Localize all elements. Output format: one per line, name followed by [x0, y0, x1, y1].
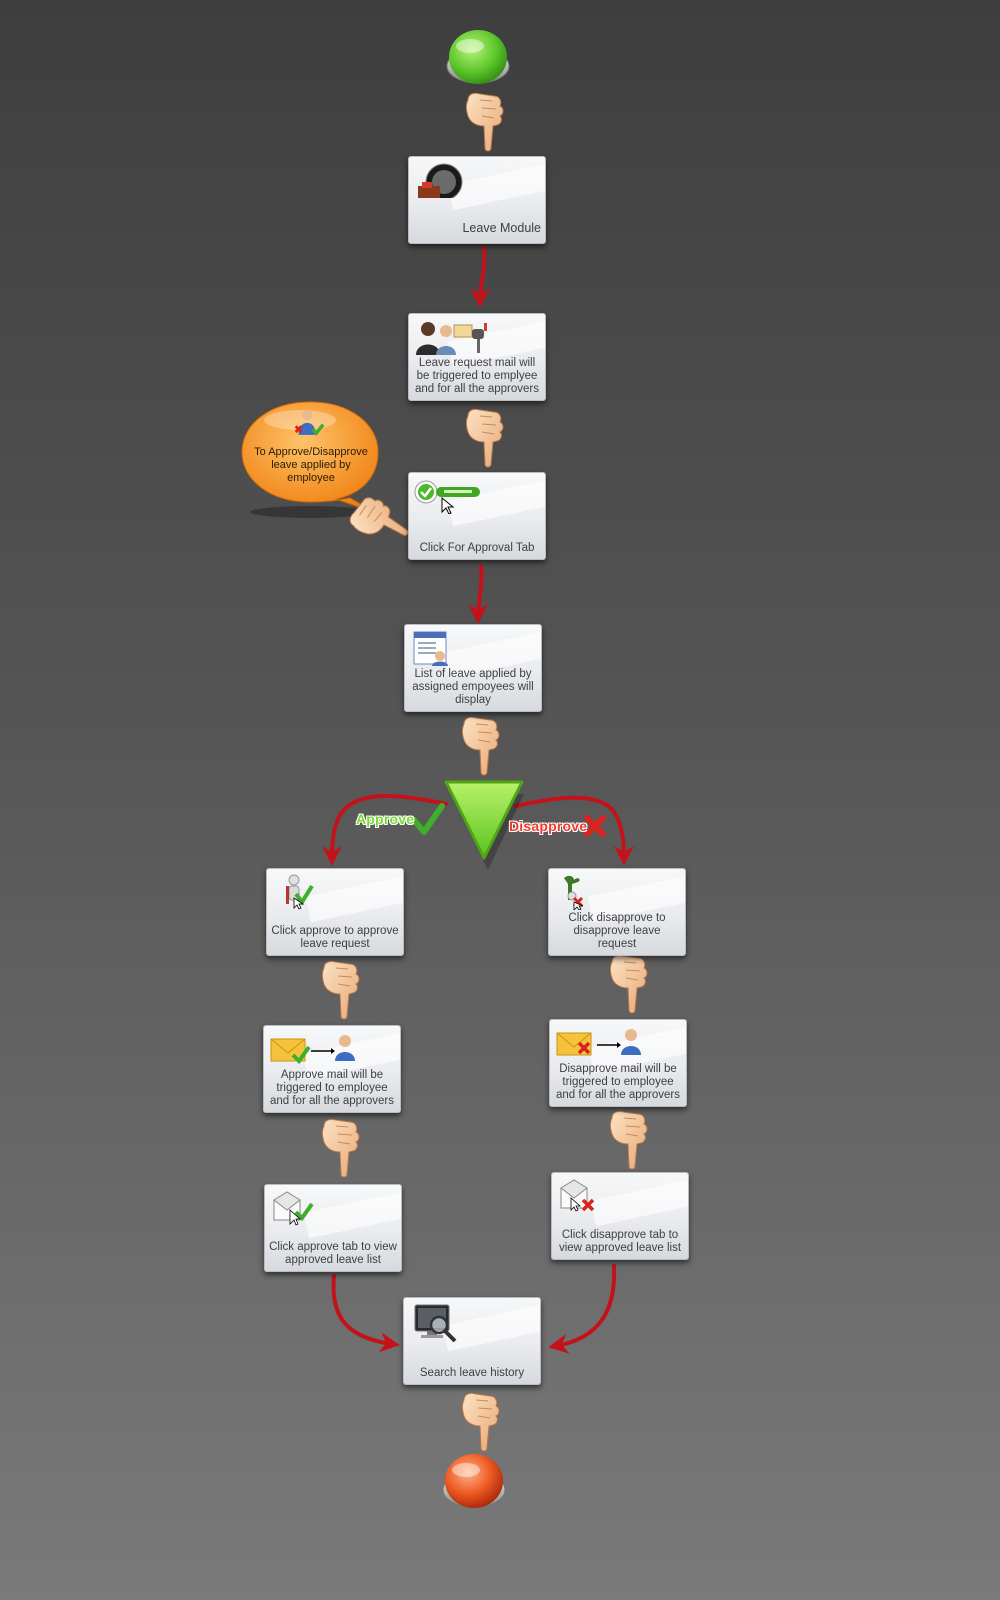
node-label: Click For Approval Tab: [419, 542, 535, 554]
node-label: Click disapprove to disapprove leave req…: [568, 912, 666, 950]
disapprove-mail-icon: [556, 1029, 641, 1056]
node-disapprove-mail: Disapprove mail will be triggered to emp…: [549, 1019, 687, 1107]
node-label: Click approve to approve leave request: [271, 925, 399, 950]
arrow-disapprove-to-search: [548, 1264, 617, 1354]
approve-check-icon: [411, 803, 445, 835]
node-label: Leave Module: [462, 221, 541, 235]
list-document-icon: [413, 631, 448, 666]
node-label: List of leave applied by assigned empoye…: [412, 668, 534, 706]
node-request-mail: Leave request mail will be triggered to …: [408, 313, 546, 401]
start-button-icon: [446, 30, 510, 84]
arrow-approve-to-search: [331, 1274, 400, 1353]
node-label: Disapprove mail will be triggered to emp…: [555, 1063, 681, 1101]
node-leave-module: Leave Module: [408, 156, 546, 244]
pointing-hand-icon: [466, 408, 504, 468]
node-approve-mail: Approve mail will be triggered to employ…: [263, 1025, 401, 1113]
approve-mail-icon: [270, 1035, 355, 1065]
approver-avatar-icon: [294, 409, 325, 436]
pointing-hand-icon: [462, 716, 500, 776]
pointing-hand-icon: [610, 954, 648, 1014]
approve-label: Approve: [356, 811, 415, 827]
node-label: Click approve tab to view approved leave…: [269, 1241, 397, 1266]
disapprove-label: Disapprove: [509, 818, 588, 834]
arrow-disapprove-branch: [514, 795, 634, 866]
arrow-approve-branch: [322, 793, 448, 866]
people-mail-icon: [416, 322, 487, 355]
pointing-hand-icon: [462, 1392, 500, 1452]
node-label: Leave request mail will be triggered to …: [414, 357, 540, 395]
node-disapprove-tab[interactable]: Click disapprove tab to view approved le…: [551, 1172, 689, 1260]
decision-triangle-icon: [444, 780, 524, 870]
arrow-module-to-mail: [470, 246, 491, 308]
approved-envelope-icon: [273, 1191, 314, 1226]
node-click-approve[interactable]: Click approve to approve leave request: [266, 868, 404, 956]
time-to-leave-icon: [418, 163, 463, 198]
node-label: Approve mail will be triggered to employ…: [269, 1069, 395, 1107]
arrow-tab-to-list: [468, 564, 489, 624]
disapprove-figure-icon: [564, 875, 584, 910]
node-label: Search leave history: [419, 1367, 525, 1379]
node-label: Click disapprove tab to view approved le…: [558, 1229, 682, 1254]
approve-figure-icon: [286, 874, 314, 910]
red-arrows: [322, 246, 634, 1354]
disapproved-envelope-icon: [560, 1179, 595, 1212]
node-leave-list: List of leave applied by assigned empoye…: [404, 624, 542, 712]
pointing-hand-icon: [466, 92, 504, 152]
disapprove-cross-icon: [584, 815, 606, 837]
pointing-hand-icon: [610, 1110, 648, 1170]
node-click-disapprove[interactable]: Click disapprove to disapprove leave req…: [548, 868, 686, 956]
node-search-history[interactable]: Search leave history: [403, 1297, 541, 1385]
node-approval-tab[interactable]: Click For Approval Tab: [408, 472, 546, 560]
node-approve-tab[interactable]: Click approve tab to view approved leave…: [264, 1184, 402, 1272]
approved-button-icon: [414, 480, 480, 514]
end-button-icon: [442, 1454, 506, 1508]
callout-bubble: [241, 401, 379, 518]
search-monitor-icon: [414, 1304, 457, 1343]
pointing-hand-icon: [322, 960, 360, 1020]
pointing-hand-icon: [322, 1118, 360, 1178]
callout-text: To Approve/Disapprove leave applied by e…: [254, 446, 368, 484]
